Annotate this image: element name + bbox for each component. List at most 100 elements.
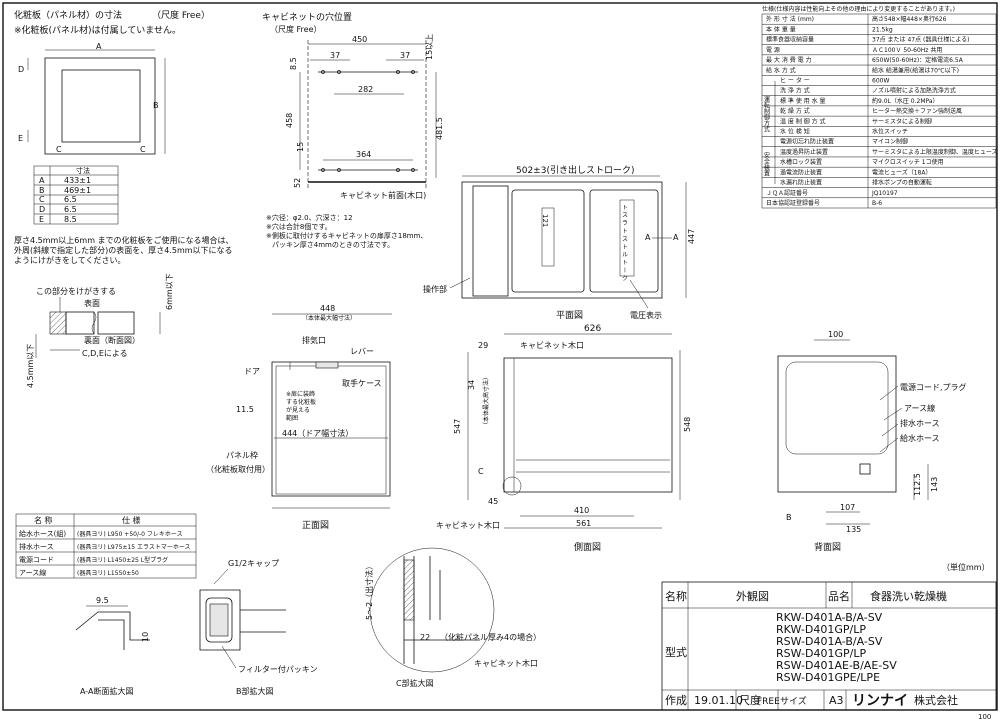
- dim-c-left: C: [56, 145, 62, 154]
- group-safety-label: 安全装置: [763, 151, 770, 176]
- spec-label: 洗 浄 方 式: [780, 87, 810, 95]
- section-a-mark: A: [645, 233, 651, 242]
- detail-aa: 9.5 10 A-A断面拡大図: [75, 596, 150, 696]
- dim-450: 450: [352, 35, 367, 44]
- panel-dimension-section: 化粧板（パネル材）の寸法 （尺度 Free） ※化粧板(パネル材)は付属していま…: [14, 9, 234, 388]
- plan-view-title: 平面図: [556, 310, 583, 321]
- parts-table: 名 称 仕 様 給水ホース(組) (器具ヨリ) L950 +50/-0 フレキホ…: [15, 513, 197, 579]
- dim-15min: 15以上: [425, 34, 434, 60]
- dim-448-note: （本体最大幅寸法）: [302, 314, 356, 322]
- model-item: RSW-D401GP/LP: [776, 647, 866, 660]
- panel-inner: [61, 69, 141, 143]
- cabinet-edge-label: キャビネット木口: [520, 340, 584, 350]
- panel-thickness-note: （化粧パネル厚み4の場合）: [440, 632, 541, 642]
- section-a-mark-2: A: [673, 233, 679, 242]
- dim-143: 143: [930, 477, 939, 492]
- cabinet-holes-scale: （尺度 Free）: [270, 24, 322, 34]
- sheet-border: [2, 2, 998, 711]
- dims-row-key: E: [39, 215, 44, 224]
- spec-label: 給 水 方 式: [766, 66, 796, 74]
- spec-label: 温 度 制 御 方 式: [780, 117, 826, 125]
- control-panel-label: 操作部: [423, 284, 447, 294]
- dim-52: 52: [293, 178, 302, 188]
- spec-value: JQ10197: [871, 190, 898, 197]
- max6-label: 6mm以下: [165, 273, 174, 310]
- dim-37b: 37: [400, 51, 410, 60]
- dims-row-val: 6.5: [64, 205, 77, 214]
- dim-37a: 37: [330, 51, 340, 60]
- dim-45: 45: [488, 497, 498, 506]
- scale-label: 尺度: [739, 693, 761, 707]
- product-name: 食器洗い乾燥機: [870, 589, 947, 603]
- dim-34: 34: [467, 380, 476, 390]
- front-note-line: 範囲: [286, 414, 298, 422]
- unit-label: （単位mm）: [942, 562, 990, 572]
- thickness-note-line: 厚さ4.5mm以上6mm までの化粧板をご使用になる場合は、: [14, 235, 234, 245]
- side-view-title: 側面図: [574, 541, 601, 553]
- spec-value: サーミスタによる制御: [872, 117, 932, 125]
- door-label: ドア: [244, 367, 260, 376]
- spec-label: 電 源: [766, 46, 780, 54]
- dim-548: 548: [683, 417, 692, 432]
- model-item: RSW-D401AE-B/AE-SV: [776, 659, 897, 672]
- drain-hose-label: 排水ホース: [900, 418, 940, 428]
- spec-value: 約9.0L（水圧 0.2MPa）: [872, 97, 939, 105]
- spec-value: ヒーター熱交換＋ファン強制送風: [872, 107, 962, 115]
- parts-header-spec: 仕 様: [122, 515, 141, 525]
- front-note-line: が見える: [286, 406, 310, 414]
- hole-note: ※穴径：φ2.0、穴深さ：12: [266, 213, 353, 222]
- scribe-label: この部分をけがきする: [36, 286, 116, 296]
- spec-label: 温度過昇防止装置: [780, 148, 828, 156]
- exhaust-label: 排気口: [302, 335, 326, 345]
- title-block: 名称 外観図 品名 食器洗い乾燥機 型式 RKW-D401A-B/A-SV RK…: [661, 581, 997, 721]
- parts-cell: (器具ヨリ) L975±15 エラストマーホース: [77, 544, 191, 551]
- thickness-note-line: 外周(斜線で指定した部分)の表面を、厚さ4.5mm以下になる: [14, 245, 233, 255]
- spec-value: 37点 または 47点 (器具仕様による): [872, 36, 970, 44]
- panel-mount-label: （化粧板取付用）: [206, 464, 270, 474]
- dim-364: 364: [356, 150, 371, 159]
- model-item: RSW-D401GPE/LPE: [776, 671, 880, 684]
- cabinet-holes-title: キャビネットの穴位置: [262, 11, 352, 23]
- side-max-note: （本体最大高寸法）: [482, 374, 490, 428]
- spec-label: 最 大 消 費 電 力: [766, 56, 812, 64]
- dims-row-val: 8.5: [64, 215, 77, 224]
- detail-b-mark: B: [786, 513, 792, 522]
- front-view: 448 （本体最大幅寸法） 排気口 レバー ドア 取手ケース ※扉に装飾 する化…: [206, 304, 392, 531]
- dim-448: 448: [320, 304, 335, 313]
- lever-label: レバー: [350, 347, 374, 356]
- power-cord-label: 電源コード,プラグ: [900, 382, 967, 392]
- detail-b: G1/2キャップ フィルター付パッキン B部拡大図: [199, 559, 318, 696]
- spec-label: 標準食器収納容量: [766, 36, 814, 44]
- dims-row-val: 433±1: [64, 176, 91, 185]
- filter-packing-label: フィルター付パッキン: [238, 664, 318, 674]
- company-suffix: 株式会社: [914, 693, 958, 707]
- detail-c-mark: C: [478, 467, 484, 476]
- edge-section-detail: この部分をけがきする 表面 裏面 （断面図） C,D,Eによる 6mm以下 4.…: [26, 273, 174, 388]
- dim-29: 29: [478, 341, 488, 350]
- parts-header-name: 名 称: [34, 515, 53, 525]
- model-label: 型式: [665, 645, 687, 659]
- detail-aa-title: A-A断面拡大図: [80, 686, 133, 696]
- dims-row-val: 6.5: [64, 195, 77, 204]
- spec-label: 標 準 使 用 水 量: [780, 97, 826, 105]
- dim-626: 626: [584, 324, 601, 334]
- spec-label: 外 形 寸 法 (mm): [766, 15, 814, 23]
- dims-table-header: 寸法: [76, 166, 90, 175]
- dim-11-5: 11.5: [236, 405, 254, 414]
- back-view-title: 背面図: [814, 541, 841, 553]
- dim-c-right: C: [140, 145, 146, 154]
- spec-value: 21.5kg: [872, 26, 893, 33]
- dim-112-5: 112.5: [913, 473, 922, 496]
- parts-cell: 電源コード: [19, 555, 54, 564]
- dim-8-5: 8.5: [289, 57, 298, 70]
- spec-value: 水位スイッチ: [872, 128, 908, 136]
- dims-row-key: A: [39, 176, 45, 185]
- dim-135: 135: [846, 525, 861, 534]
- thickness-note-line: ようにけがきをしてください。: [14, 255, 126, 265]
- cap-label: G1/2キャップ: [228, 559, 279, 568]
- spec-label: 電源切忘れ防止装置: [780, 138, 834, 146]
- back-view: 100 電源コード,プラグ アース線 排水ホース 給水ホース 143 112.5…: [777, 330, 967, 553]
- supply-hose-label: 給水ホース: [900, 433, 940, 443]
